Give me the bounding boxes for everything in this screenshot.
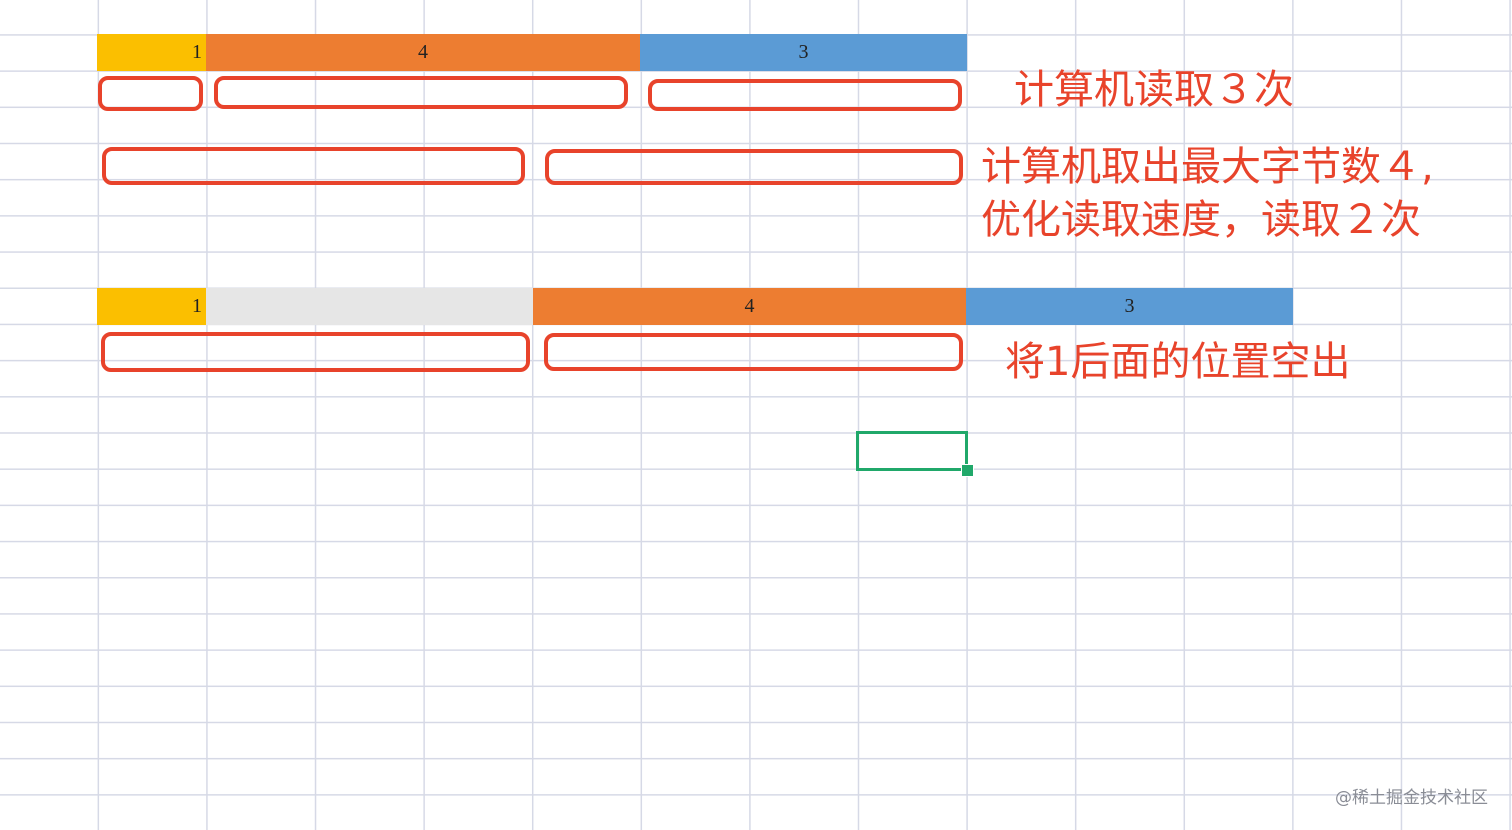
cell-byte-4[interactable]: 4 <box>206 34 640 71</box>
cell-byte-3[interactable]: 3 <box>640 34 967 71</box>
read-outline-1 <box>98 76 203 111</box>
cell-byte-1[interactable]: 1 <box>97 34 206 71</box>
read-outline-max-1 <box>102 147 525 185</box>
read-outline-3 <box>648 79 962 111</box>
note-max-bytes-line1: 计算机取出最大字节数４, <box>981 144 1434 190</box>
note-pad-after-one: 将1后面的位置空出 <box>1005 339 1351 385</box>
read-outline-2 <box>214 76 628 109</box>
watermark: @稀土掘金技术社区 <box>1335 788 1488 808</box>
fill-handle[interactable] <box>961 464 974 477</box>
cell-aligned-byte-3[interactable]: 3 <box>966 288 1293 325</box>
cell-aligned-byte-4[interactable]: 4 <box>533 288 966 325</box>
active-cell-selection[interactable] <box>856 431 968 471</box>
note-max-bytes-line2: 优化读取速度，读取２次 <box>981 197 1421 243</box>
read-outline-aligned-2 <box>544 333 963 371</box>
read-outline-max-2 <box>545 149 963 185</box>
cell-aligned-byte-1[interactable]: 1 <box>97 288 206 325</box>
cell-padding[interactable] <box>206 288 533 325</box>
read-outline-aligned-1 <box>101 332 530 372</box>
note-read-three-times: 计算机读取３次 <box>1014 67 1294 113</box>
